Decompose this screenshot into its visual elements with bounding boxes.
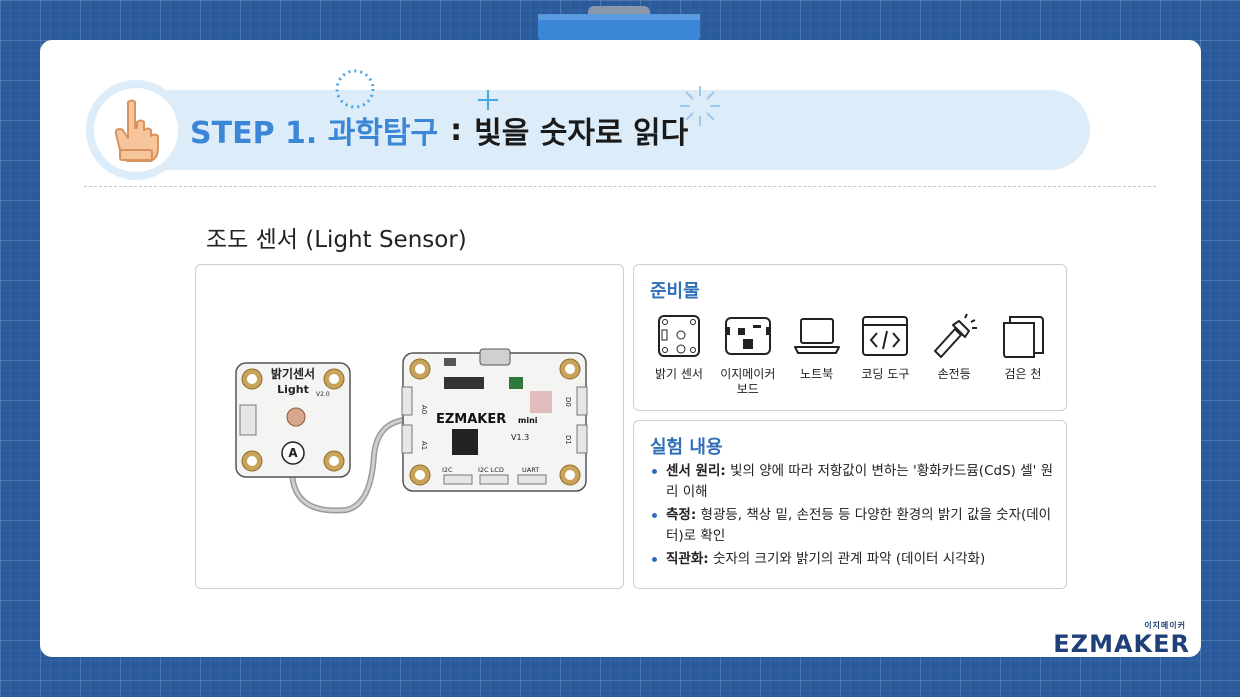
preparation-item-label: 손전등 <box>937 367 971 381</box>
sensor-board-illustration: 밝기센서 Light V2.0 A A0 A1 D0 D1 EZMAKER mi… <box>235 348 588 514</box>
dashed-divider <box>84 186 1156 187</box>
preparation-items: 밝기 센서 이지메이커 보드 노트북 코 <box>646 313 1056 397</box>
preparation-item-label: 노트북 <box>800 367 834 381</box>
title-banner <box>110 90 1090 170</box>
sparkle-plus-icon <box>478 90 498 110</box>
sensor-board-subtitle: Light <box>277 383 309 396</box>
pin-d0-label: D0 <box>564 397 572 407</box>
i2c-lcd-label: I2C LCD <box>478 466 504 474</box>
i2c-label: I2C <box>442 466 453 474</box>
bullet-term: 센서 원리: <box>666 463 726 479</box>
board-brand-label: EZMAKER <box>436 412 506 427</box>
preparation-item: 손전등 <box>921 313 987 397</box>
sensor-board-version: V2.0 <box>316 391 330 398</box>
board-mini-label: mini <box>518 416 538 425</box>
light-sensor-icon <box>658 315 700 357</box>
list-item: 센서 원리: 빛의 양에 따라 저항값이 변하는 '황화카드뮴(CdS) 셀' … <box>650 461 1060 503</box>
title-text: 빛을 숫자로 읽다 <box>474 116 689 151</box>
preparation-item: 검은 천 <box>990 313 1056 397</box>
logo-main: EZMAKER <box>1053 630 1190 658</box>
sensor-port-label: A <box>288 446 298 460</box>
preparation-item: 코딩 도구 <box>852 313 918 397</box>
list-item: 직관화: 숫자의 크기와 밝기의 관계 파악 (데이터 시각화) <box>650 549 1060 570</box>
section-subtitle: 조도 센서 (Light Sensor) <box>206 227 467 253</box>
pin-a0-label: A0 <box>420 405 428 414</box>
preparation-item-label: 밝기 센서 <box>655 367 703 381</box>
preparation-item-label: 이지메이커 보드 <box>720 367 776 396</box>
bullet-term: 측정: <box>666 507 697 523</box>
pin-d1-label: D1 <box>564 435 572 445</box>
bullet-text: 숫자의 크기와 밝기의 관계 파악 (데이터 시각화) <box>712 551 986 567</box>
step-label: STEP 1. 과학탐구 <box>190 116 439 151</box>
pointing-hand-icon <box>114 99 159 162</box>
cloth-icon <box>1002 316 1044 358</box>
uart-label: UART <box>522 466 539 474</box>
dotted-circle-icon <box>335 69 375 109</box>
preparation-item: 이지메이커 보드 <box>715 313 781 397</box>
bullet-text: 빛의 양에 따라 저항값이 변하는 '황화카드뮴(CdS) 셀' 원리 이해 <box>666 463 1054 500</box>
code-icon <box>862 316 909 356</box>
board-icon <box>724 317 771 355</box>
logo-korean: 이지메이커 <box>1144 621 1186 630</box>
experiment-title: 실험 내용 <box>650 437 723 458</box>
burst-lines-icon <box>680 86 720 126</box>
preparation-panel: 준비물 밝기 센서 이지메이커 보드 <box>633 264 1067 411</box>
pin-a1-label: A1 <box>420 441 428 450</box>
experiment-list: 센서 원리: 빛의 양에 따라 저항값이 변하는 '황화카드뮴(CdS) 셀' … <box>650 461 1060 572</box>
page-title: STEP 1. 과학탐구 : 빛을 숫자로 읽다 <box>190 108 688 152</box>
title-separator: : <box>450 112 463 148</box>
pointing-hand-badge <box>86 80 186 180</box>
sensor-illustration-panel: 밝기센서 Light V2.0 A A0 A1 D0 D1 EZMAKER mi… <box>195 264 624 589</box>
bullet-text: 형광등, 책상 밑, 손전등 등 다양한 환경의 밝기 값을 숫자(데이터)로 … <box>666 507 1052 544</box>
preparation-item-label: 코딩 도구 <box>861 367 910 381</box>
laptop-icon <box>793 318 840 354</box>
board-version-label: V1.3 <box>511 433 529 442</box>
experiment-panel: 실험 내용 센서 원리: 빛의 양에 따라 저항값이 변하는 '황화카드뮴(Cd… <box>633 420 1067 589</box>
preparation-item-label: 검은 천 <box>1004 367 1042 381</box>
bullet-term: 직관화: <box>666 551 709 567</box>
preparation-item: 밝기 센서 <box>646 313 712 397</box>
sensor-board-title: 밝기센서 <box>271 366 315 381</box>
preparation-title: 준비물 <box>650 281 700 302</box>
list-item: 측정: 형광등, 책상 밑, 손전등 등 다양한 환경의 밝기 값을 숫자(데이… <box>650 505 1060 547</box>
ezmaker-logo: 이지메이커 EZMAKER <box>1053 620 1190 657</box>
flashlight-icon <box>934 313 978 358</box>
preparation-item: 노트북 <box>784 313 850 397</box>
